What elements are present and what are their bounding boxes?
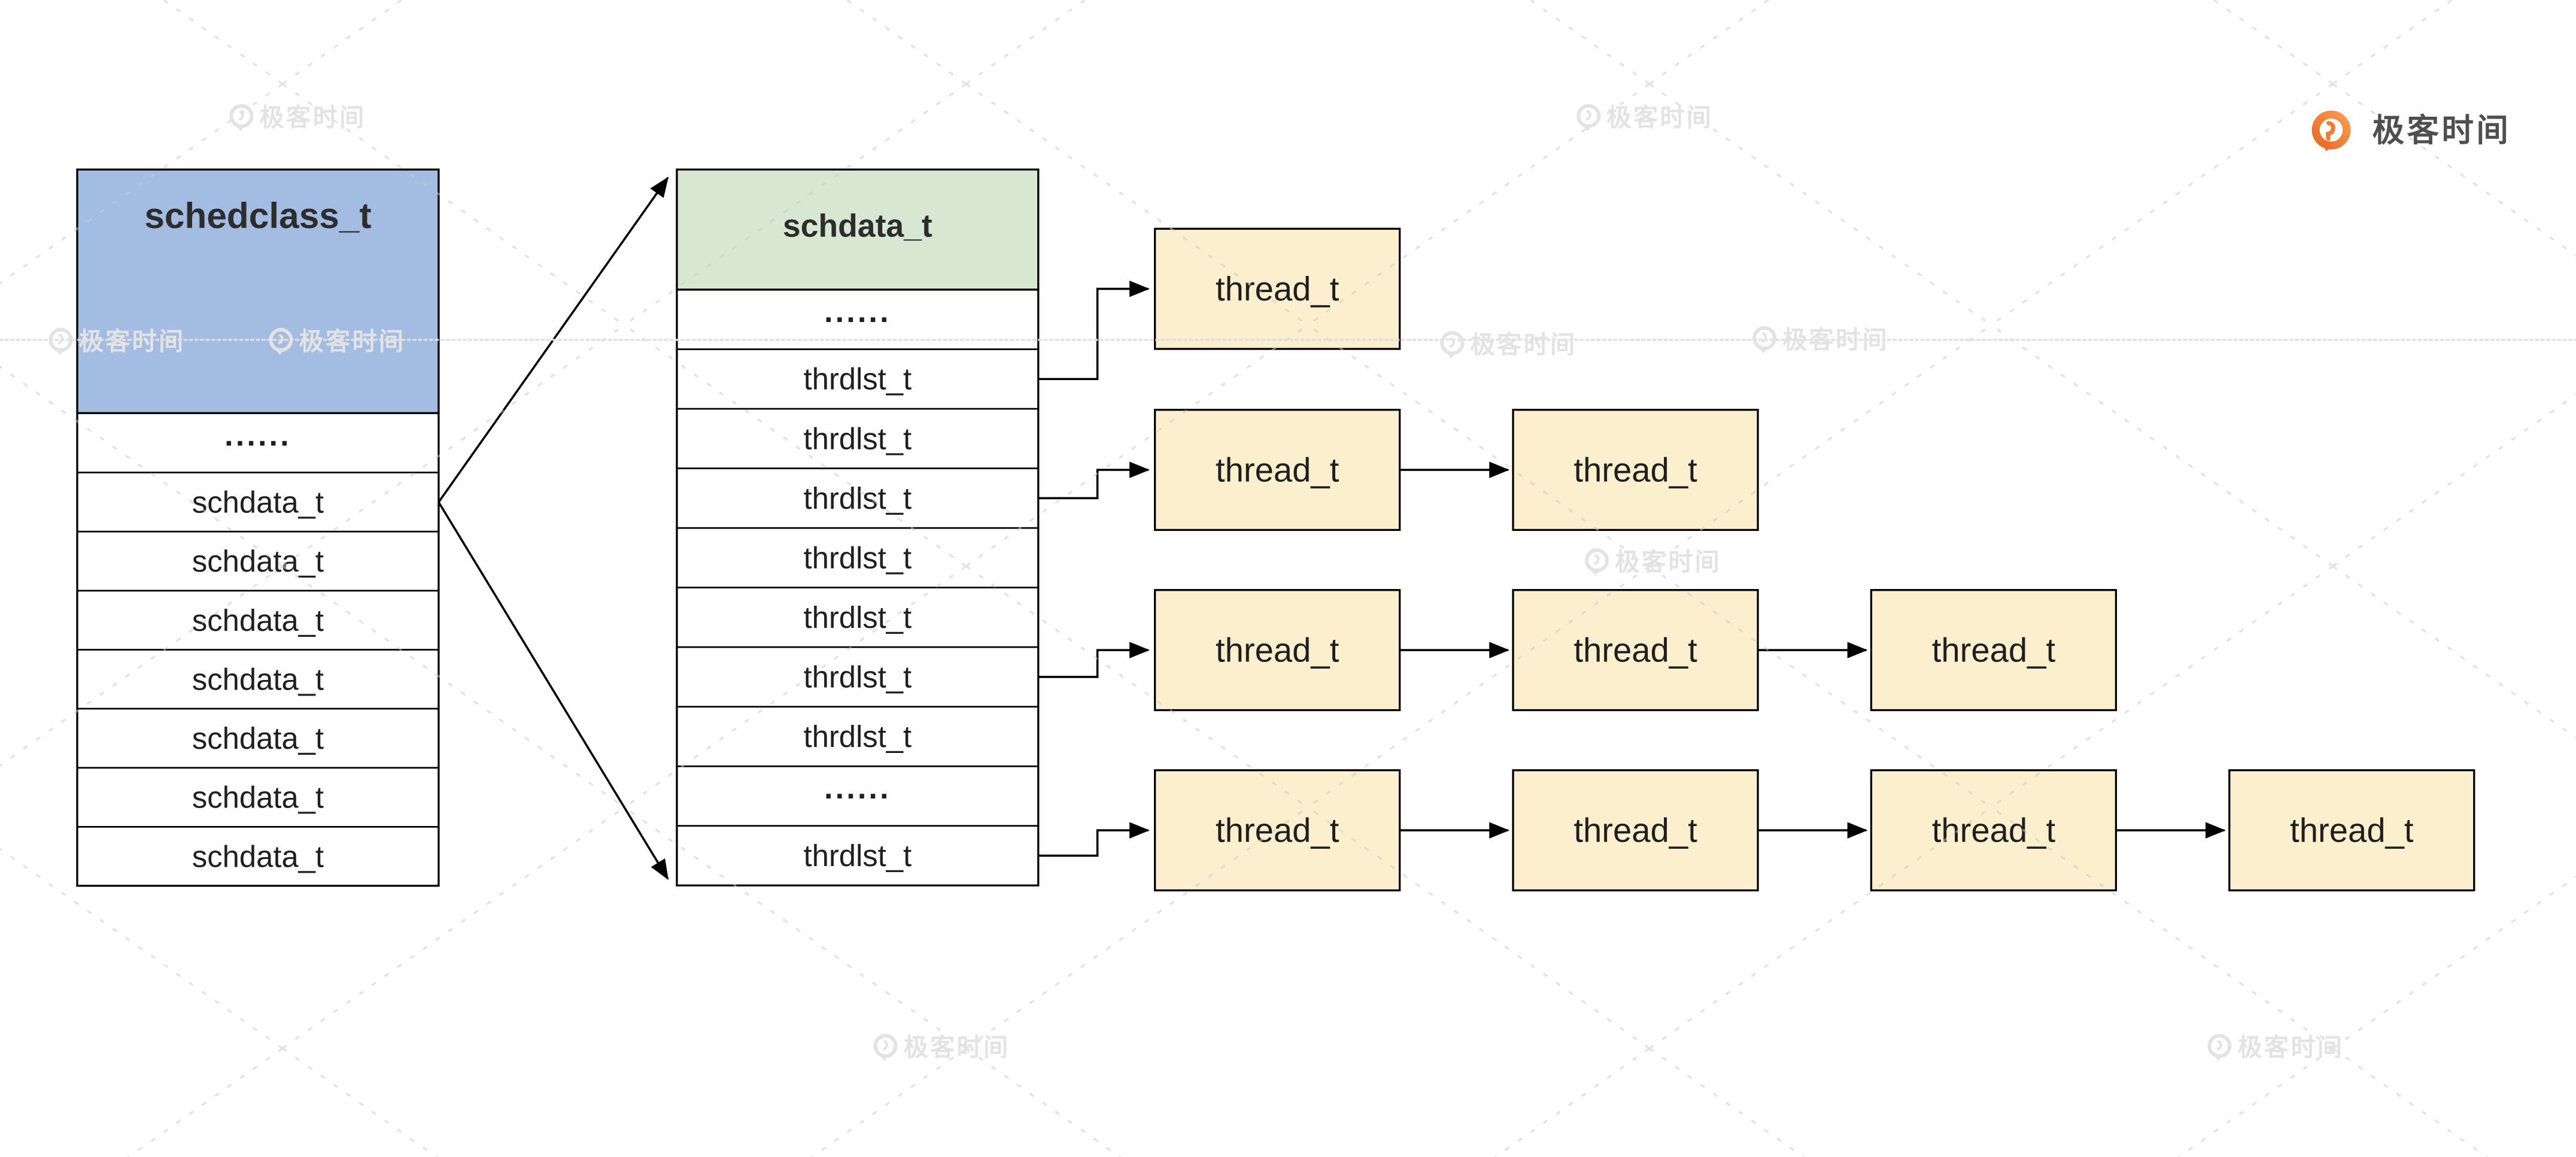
thread-box: thread_t: [1870, 769, 2118, 892]
thread-box-label: thread_t: [1216, 631, 1339, 669]
geektime-q-icon: [2311, 110, 2351, 151]
thread-box-label: thread_t: [2290, 812, 2414, 849]
thread-box: thread_t: [1512, 409, 1759, 532]
schedclass-row: schdata_t: [192, 839, 324, 873]
thread-box-label: thread_t: [1216, 451, 1339, 488]
thread-box: thread_t: [1154, 589, 1401, 712]
thread-box: thread_t: [1154, 769, 1401, 892]
thread-box-label: thread_t: [1216, 812, 1339, 849]
schdata-row: thrdlst_t: [804, 481, 912, 515]
schedclass-row: schdata_t: [192, 544, 324, 578]
schedclass-row: schdata_t: [192, 781, 324, 815]
schedclass-row: schdata_t: [192, 663, 324, 697]
thread-box: thread_t: [1512, 589, 1759, 712]
schdata-row: thrdlst_t: [804, 660, 912, 694]
thread-box-label: thread_t: [1932, 812, 2056, 849]
schdata-row: thrdlst_t: [804, 421, 912, 455]
schdata-row-ellipsis: ......: [824, 771, 891, 806]
thread-list-row-1: thread_t: [1154, 227, 1401, 350]
schdata-row: thrdlst_t: [804, 719, 912, 754]
thread-list-row-3: thread_t thread_t thread_t: [1154, 589, 2118, 712]
schdata-row-ellipsis: ......: [824, 294, 891, 329]
thread-box: thread_t: [1512, 769, 1759, 892]
thread-box-label: thread_t: [1573, 451, 1697, 488]
schedclass-table: schedclass_t ...... schdata_t schdata_t …: [76, 168, 440, 887]
schedclass-title: schedclass_t: [144, 195, 371, 236]
geektime-logo: 极客时间: [2311, 110, 2511, 151]
schedclass-row: schdata_t: [192, 603, 324, 637]
thread-box: thread_t: [1154, 409, 1401, 532]
thread-box-label: thread_t: [1573, 631, 1697, 669]
thread-box: thread_t: [1870, 589, 2118, 712]
schedclass-row: schdata_t: [192, 721, 324, 755]
thread-box-label: thread_t: [1573, 812, 1697, 849]
thread-box: thread_t: [1154, 227, 1401, 350]
schdata-table: schdata_t ...... thrdlst_t thrdlst_t thr…: [676, 168, 1040, 886]
schdata-row: thrdlst_t: [804, 600, 912, 634]
thread-box-label: thread_t: [1932, 631, 2056, 669]
geektime-logo-text: 极客时间: [2373, 113, 2511, 148]
thread-box: thread_t: [2228, 769, 2475, 892]
thread-box-label: thread_t: [1216, 270, 1339, 308]
schdata-row: thrdlst_t: [804, 839, 912, 873]
schdata-row: thrdlst_t: [804, 540, 912, 575]
schedclass-row-ellipsis: ......: [224, 418, 291, 453]
schedclass-row: schdata_t: [192, 485, 324, 519]
schdata-row: thrdlst_t: [804, 362, 912, 396]
schdata-title: schdata_t: [783, 209, 932, 244]
